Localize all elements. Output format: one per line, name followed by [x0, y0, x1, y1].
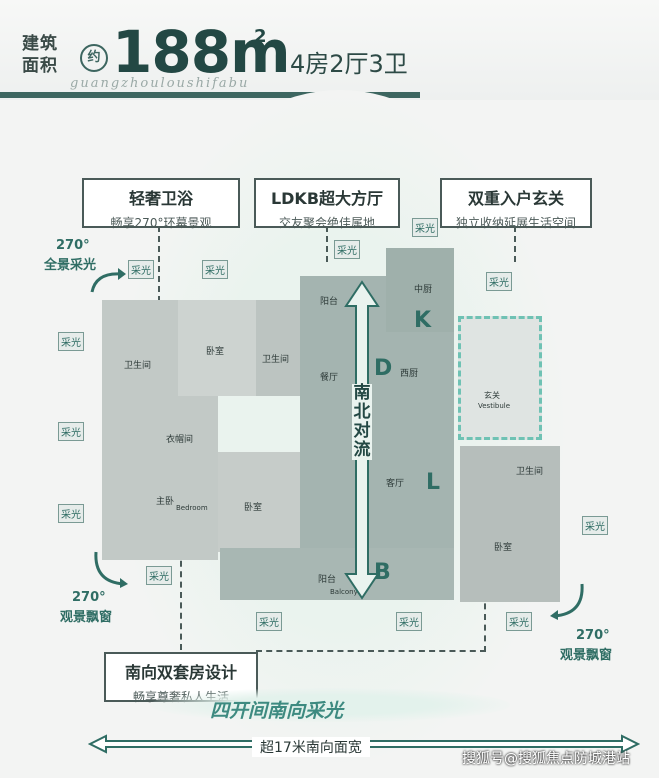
note-left-bottom-angle: 270°: [72, 590, 106, 605]
area-label-2: 面积: [22, 56, 58, 76]
curved-arrow-left-bottom-icon: [94, 551, 128, 588]
sun-label: 采光: [128, 260, 154, 279]
label-bath1: 卫生间: [124, 361, 152, 371]
width-text: 超17米南向面宽: [252, 737, 370, 757]
room-balcony-bottom: [220, 548, 454, 600]
sun-marker: 采光: [256, 612, 282, 631]
callout-vestibule: 双重入户玄关 独立收纳延展生活空间: [440, 178, 592, 230]
leader-line-bath: [158, 226, 160, 322]
sun-marker: 采光: [128, 260, 154, 279]
watermark: 搜狐号@搜狐焦点防城港站: [462, 751, 630, 767]
callout-bath-subtitle: 畅享270°环幕景观: [110, 216, 212, 230]
sun-label: 采光: [256, 612, 282, 631]
room-bedroom3: [460, 446, 560, 602]
label-bath2: 卫生间: [262, 355, 290, 365]
sun-marker: 采光: [486, 272, 512, 291]
sun-label: 采光: [58, 504, 84, 523]
sun-label: 采光: [506, 612, 532, 631]
sun-marker: 采光: [582, 516, 608, 535]
leader-line-ldkb: [326, 226, 328, 262]
label-vestibule-en: Vestibule: [478, 402, 511, 410]
label-bath3: 卫生间: [516, 467, 544, 477]
sun-marker: 采光: [412, 218, 438, 237]
leader-line-vestibule: [514, 226, 516, 262]
sun-label: 采光: [58, 332, 84, 351]
banner-text: 四开间南向采光: [210, 700, 344, 722]
leader-line-horizontal: [256, 650, 486, 652]
sun-marker: 采光: [58, 504, 84, 523]
zone-k: K: [414, 308, 432, 333]
sun-label: 采光: [582, 516, 608, 535]
approx-badge: 约: [80, 44, 108, 72]
callout-suites-title: 南向双套房设计: [124, 663, 237, 682]
sun-marker: 采光: [146, 566, 172, 585]
callout-ldkb-subtitle: 交友聚会绝佳属地: [278, 216, 375, 230]
label-vestibule: 玄关: [484, 391, 500, 400]
note-right-bottom-text: 观景飘窗: [560, 648, 613, 663]
label-dining: 餐厅: [320, 373, 339, 383]
header-underline: [0, 92, 420, 98]
label-master-en: Bedroom: [176, 504, 208, 512]
sun-marker: 采光: [506, 612, 532, 631]
curved-arrow-right-bottom-icon: [550, 583, 584, 620]
signature: guangzhouloushifabu: [70, 76, 250, 91]
callout-bath: 轻奢卫浴 畅享270°环幕景观: [82, 178, 240, 230]
sun-marker: 采光: [58, 332, 84, 351]
sun-label: 采光: [412, 218, 438, 237]
label-west-kitchen: 西厨: [400, 369, 419, 379]
area-unit-superscript: 2: [254, 26, 267, 47]
note-right-bottom-angle: 270°: [576, 628, 610, 643]
sun-label: 采光: [202, 260, 228, 279]
leader-line-suite-right: [484, 582, 486, 652]
sun-label: 采光: [486, 272, 512, 291]
room-bath2: [256, 300, 308, 396]
note-left-top-text: 全景采光: [44, 258, 97, 273]
note-left-bottom-text: 观景飘窗: [60, 610, 113, 625]
label-bedroom1: 卧室: [206, 347, 225, 357]
sun-label: 采光: [396, 612, 422, 631]
banner-glow: [150, 688, 510, 722]
curved-arrow-left-top-icon: [90, 268, 126, 293]
sun-marker: 采光: [58, 422, 84, 441]
callout-ldkb-title: LDKB超大方厅: [270, 189, 384, 208]
sun-label: 采光: [334, 240, 360, 259]
label-balcony-bottom: 阳台: [318, 575, 337, 585]
layout-text: 4房2厅3卫: [290, 50, 408, 78]
label-balcony-top: 阳台: [320, 297, 339, 307]
label-master: 主卧: [156, 497, 175, 507]
sun-marker: 采光: [202, 260, 228, 279]
callout-vestibule-title: 双重入户玄关: [467, 189, 564, 208]
sun-label: 采光: [58, 422, 84, 441]
zone-b: B: [374, 560, 391, 585]
label-balcony-en: Balcony: [330, 588, 358, 596]
header: [0, 0, 659, 100]
area-value: 188m: [112, 18, 291, 86]
flow-char-2: 北: [353, 402, 371, 422]
flow-char-3: 对: [353, 421, 371, 441]
label-bedroom2: 卧室: [244, 503, 263, 513]
room-kitchen: [386, 248, 454, 332]
room-bedroom2: [218, 452, 304, 552]
flow-char-1: 南: [353, 383, 371, 403]
callout-ldkb: LDKB超大方厅 交友聚会绝佳属地: [254, 178, 400, 230]
zone-d: D: [374, 356, 393, 381]
label-closet: 衣帽间: [166, 435, 194, 445]
callout-vestibule-subtitle: 独立收纳延展生活空间: [455, 216, 576, 230]
flow-label: 南 北 对 流: [352, 384, 372, 460]
area-label-1: 建筑: [22, 34, 58, 54]
room-bedroom1: [178, 300, 258, 396]
label-kitchen: 中厨: [414, 285, 433, 295]
label-bedroom3: 卧室: [494, 543, 513, 553]
flow-char-4: 流: [353, 440, 371, 460]
note-left-top-angle: 270°: [56, 238, 90, 253]
label-living: 客厅: [386, 479, 405, 489]
callout-bath-title: 轻奢卫浴: [128, 189, 193, 208]
leader-line-suite-left: [180, 540, 182, 650]
sun-marker: 采光: [334, 240, 360, 259]
zone-l: L: [426, 470, 441, 495]
room-vestibule: [458, 316, 542, 440]
sun-label: 采光: [146, 566, 172, 585]
sun-marker: 采光: [396, 612, 422, 631]
